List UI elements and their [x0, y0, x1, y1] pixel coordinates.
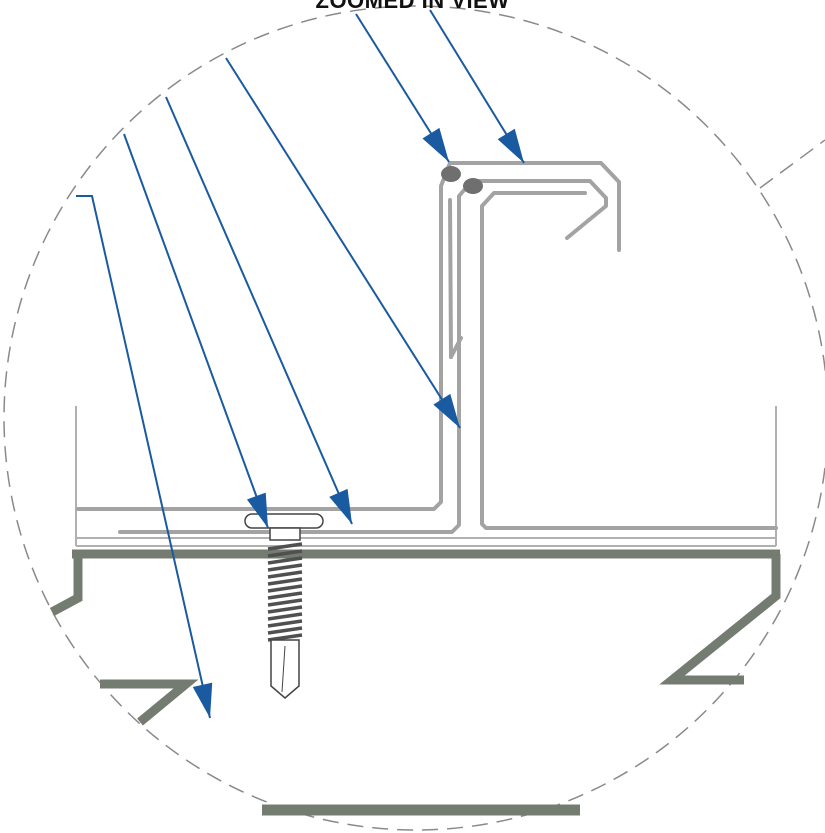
thread-turn — [267, 563, 303, 572]
fastener-head — [269, 527, 301, 541]
sealant-bead-left — [441, 166, 461, 182]
fastener-flute — [281, 645, 286, 693]
right-flange-lip — [659, 554, 781, 685]
thread-turn — [267, 570, 303, 579]
callout-arrowhead-underlay — [192, 682, 213, 718]
underlay-sheet — [75, 406, 777, 547]
thread-turn — [267, 605, 303, 614]
panel-inner-fold — [118, 179, 608, 534]
diagram-title: ZOOMED IN VIEW — [315, 0, 510, 13]
thread-turn — [267, 584, 303, 593]
left-flange-lip — [49, 554, 83, 616]
sealant-beads — [441, 166, 483, 194]
thread-turn — [267, 549, 303, 558]
sealant-bead-right — [463, 178, 483, 194]
zoom-boundary-circle — [3, 5, 825, 831]
callout-arrows — [76, 9, 525, 719]
thread-turn — [267, 633, 303, 642]
callout-arrowhead-panel-hem — [433, 393, 460, 428]
fastener — [244, 513, 324, 699]
callout-arrowhead-seal-left — [422, 127, 449, 162]
clip-tab-edge — [449, 336, 463, 359]
thread-turn — [267, 591, 303, 600]
thread-turn — [267, 612, 303, 621]
right-panel-pan — [480, 191, 778, 530]
thread-turn — [267, 556, 303, 565]
callout-arrowhead-fastener-washer — [246, 492, 268, 528]
steel-structure — [49, 549, 781, 816]
roof-panel-profile — [76, 161, 778, 534]
fastener-thread — [267, 542, 303, 642]
callout-leader-underlay — [76, 195, 211, 719]
thread-turn — [267, 577, 303, 586]
fastener-drill-point — [270, 639, 300, 699]
zoom-leader-line — [759, 139, 825, 189]
left-panel-pan — [76, 161, 621, 511]
callout-leader-fastener-washer — [123, 133, 269, 529]
callout-leader-panel-hem — [225, 57, 461, 429]
callout-arrowhead-seal-right — [497, 128, 524, 163]
thread-turn — [267, 598, 303, 607]
fastener-washer — [244, 513, 324, 529]
callout-arrowhead-clip-base — [329, 488, 352, 524]
thread-turn — [267, 542, 303, 551]
clip-tab — [448, 198, 453, 359]
thread-turn — [267, 626, 303, 635]
lower-left-member — [100, 679, 199, 726]
thread-turn — [267, 619, 303, 628]
callout-leader-clip-base — [165, 96, 353, 525]
